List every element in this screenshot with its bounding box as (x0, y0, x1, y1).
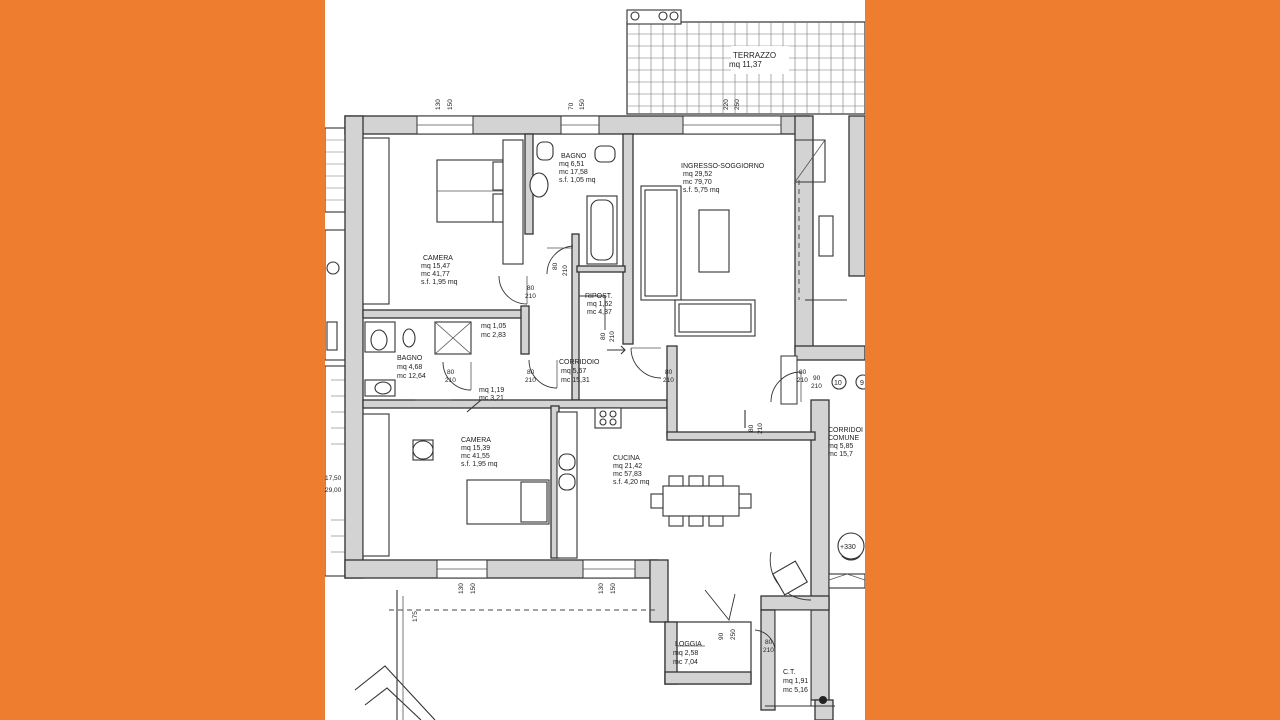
floor-plan-drawing: TERRAZZO mq 11,37 BAGNO mq 6,51 mc 17,58… (325, 9, 865, 720)
dim-w-bagno-b: 150 (579, 99, 586, 110)
dim-d4-b: 210 (445, 377, 456, 384)
dim-w-sogg-a: 220 (723, 99, 730, 110)
dim-w-cuc-b: 150 (610, 583, 617, 594)
interior-walls (362, 133, 816, 559)
dim-lv-a: 17,50 (325, 475, 342, 482)
loggia-area (389, 590, 835, 720)
dim-w-cuc-a: 130 (598, 583, 605, 594)
dim-d4-a: 80 (447, 369, 455, 376)
room-bagno-1: BAGNO mq 6,51 mc 17,58 s.f. 1,05 mq (559, 153, 596, 184)
room-loggia: LOGGIA mq 2,58 mc 7,04 (673, 641, 703, 666)
dim-d2-b: 210 (562, 265, 569, 276)
dim-w-bagno-a: 70 (568, 102, 575, 110)
doors (442, 245, 802, 655)
dim-h-175: 175 (412, 611, 419, 622)
dim-d3-a: 80 (600, 332, 607, 340)
dim-d2-a: 80 (552, 262, 559, 270)
dim-d6-a: 80 (665, 369, 673, 376)
dim-w-cam1-a: 130 (435, 99, 442, 110)
dim-d-ct-b: 210 (763, 647, 774, 654)
room-terrazzo: TERRAZZO mq 11,37 (729, 51, 778, 69)
room-wc: mq 1,05 mc 2,83 (481, 323, 508, 339)
dim-d9-a: 90 (813, 375, 821, 382)
dim-d3-b: 210 (609, 331, 616, 342)
dim-w-cam2-b: 150 (470, 583, 477, 594)
dim-d5-b: 210 (525, 377, 536, 384)
dim-d-ct-a: 80 (765, 639, 773, 646)
unit-number-10: 10 (834, 380, 842, 387)
dim-w-log-b: 250 (730, 629, 737, 640)
room-ingresso-soggiorno: INGRESSO-SOGGIORNO mq 29,52 mc 79,70 s.f… (681, 163, 766, 194)
dim-d1-b: 210 (525, 293, 536, 300)
dim-d1-a: 80 (527, 285, 535, 292)
dim-d6-b: 210 (663, 377, 674, 384)
dim-w-sogg-b: 250 (734, 99, 741, 110)
room-ripost: RIPOST. mq 1,62 mc 4,37 (585, 293, 614, 316)
furniture (362, 137, 865, 601)
room-ct: C.T. mq 1,91 mc 5,16 (783, 669, 810, 694)
dim-lv-b: 29,00 (325, 487, 342, 494)
exterior-walls (344, 115, 865, 720)
dim-w-cam1-b: 150 (447, 99, 454, 110)
dim-d5-a: 80 (527, 369, 535, 376)
markers: 10 9 +330 (831, 374, 865, 560)
room-labels: TERRAZZO mq 11,37 BAGNO mq 6,51 mc 17,58… (397, 51, 865, 694)
dim-w-cam2-a: 130 (458, 583, 465, 594)
unit-number-9: 9 (860, 380, 864, 387)
room-camera-1: CAMERA mq 15,47 mc 41,77 s.f. 1,95 mq (421, 255, 458, 286)
dimension-labels: 130 150 70 150 220 250 80 210 80 210 80 … (325, 99, 822, 654)
dim-d7-b: 210 (757, 423, 764, 434)
dim-d8-a: 80 (799, 369, 807, 376)
dim-d7-a: 80 (748, 424, 755, 432)
room-camera-2: CAMERA mq 15,39 mc 41,55 s.f. 1,95 mq (461, 437, 498, 468)
dim-w-log-a: 90 (718, 632, 725, 640)
room-cucina: CUCINA mq 21,42 mc 57,83 s.f. 4,20 mq (613, 455, 650, 486)
room-corridoio-comune: CORRIDOI COMUNE mq 5,85 mc 15,7 (828, 427, 865, 458)
room-corridoio: CORRIDOIO mq 5,67 mc 15,31 (559, 359, 601, 384)
level-marker: +330 (840, 544, 856, 551)
room-disimpegno: mq 1,19 mc 3,21 (479, 387, 506, 402)
dim-d8-b: 210 (797, 377, 808, 384)
floor-plan-sheet: TERRAZZO mq 11,37 BAGNO mq 6,51 mc 17,58… (325, 0, 865, 720)
terrace (626, 9, 865, 115)
dim-d9-b: 210 (811, 383, 822, 390)
room-bagno-2: BAGNO mq 4,68 mc 12,64 (397, 355, 426, 380)
